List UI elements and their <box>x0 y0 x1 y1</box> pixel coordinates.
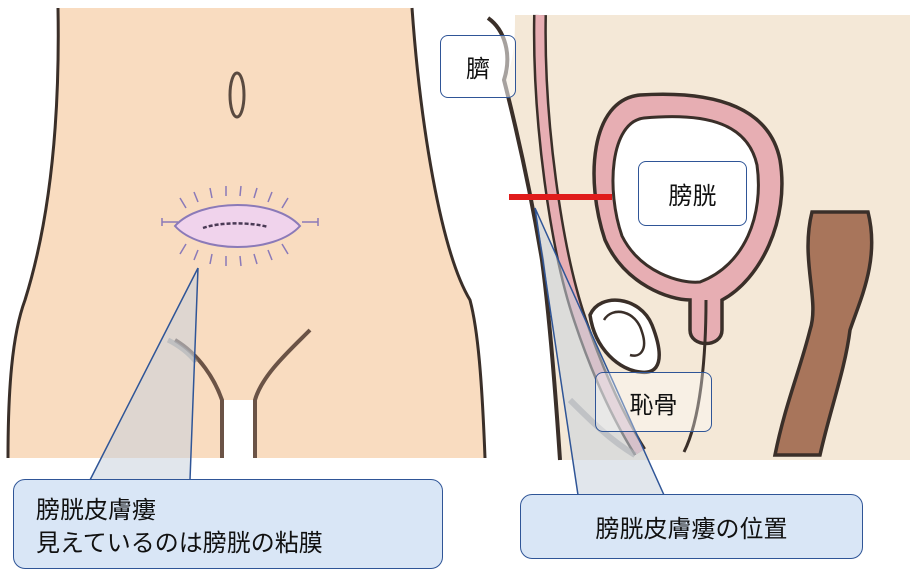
fistula-callout: 膀胱皮膚瘻 見えているのは膀胱の粘膜 <box>13 479 443 569</box>
fistula-callout-note: 見えているのは膀胱の粘膜 <box>36 529 323 557</box>
pubic-bone-label: 恥骨 <box>595 372 712 432</box>
fistula-position-callout: 膀胱皮膚瘻の位置 <box>520 494 863 559</box>
groin-gap <box>224 400 253 458</box>
bladder-label: 膀胱 <box>638 161 747 226</box>
navel-front <box>228 71 246 119</box>
sagittal-view <box>486 14 910 496</box>
rectum <box>772 210 874 457</box>
groin-line-right <box>253 328 312 458</box>
abdomen-right-contour <box>410 7 487 459</box>
abdomen-front-view <box>6 7 487 481</box>
fistula-position-text: 膀胱皮膚瘻の位置 <box>595 515 788 543</box>
navel-label: 臍 <box>440 35 516 98</box>
pubic-bone <box>588 298 661 375</box>
bladder-stoma <box>161 185 319 267</box>
fistula-callout-title: 膀胱皮膚瘻 <box>36 496 156 524</box>
abdomen-left-contour <box>6 7 60 459</box>
